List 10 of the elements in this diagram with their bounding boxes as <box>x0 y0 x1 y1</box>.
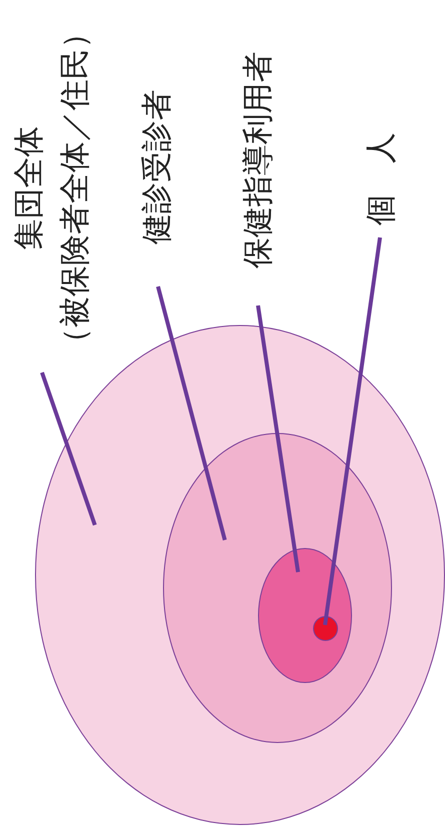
sublabel-text: （被保険者全体／住民） <box>56 18 94 358</box>
leader-line <box>156 286 227 540</box>
label-text: 健診受診者 <box>134 90 180 244</box>
leader-line <box>323 237 382 626</box>
leader-line <box>256 305 300 572</box>
dot <box>313 616 338 641</box>
label-text: 個 人 <box>358 132 404 226</box>
label-text: 集団全体 <box>10 125 48 252</box>
leader-line <box>40 372 97 526</box>
label-text: 保健指導利用者 <box>235 52 281 268</box>
